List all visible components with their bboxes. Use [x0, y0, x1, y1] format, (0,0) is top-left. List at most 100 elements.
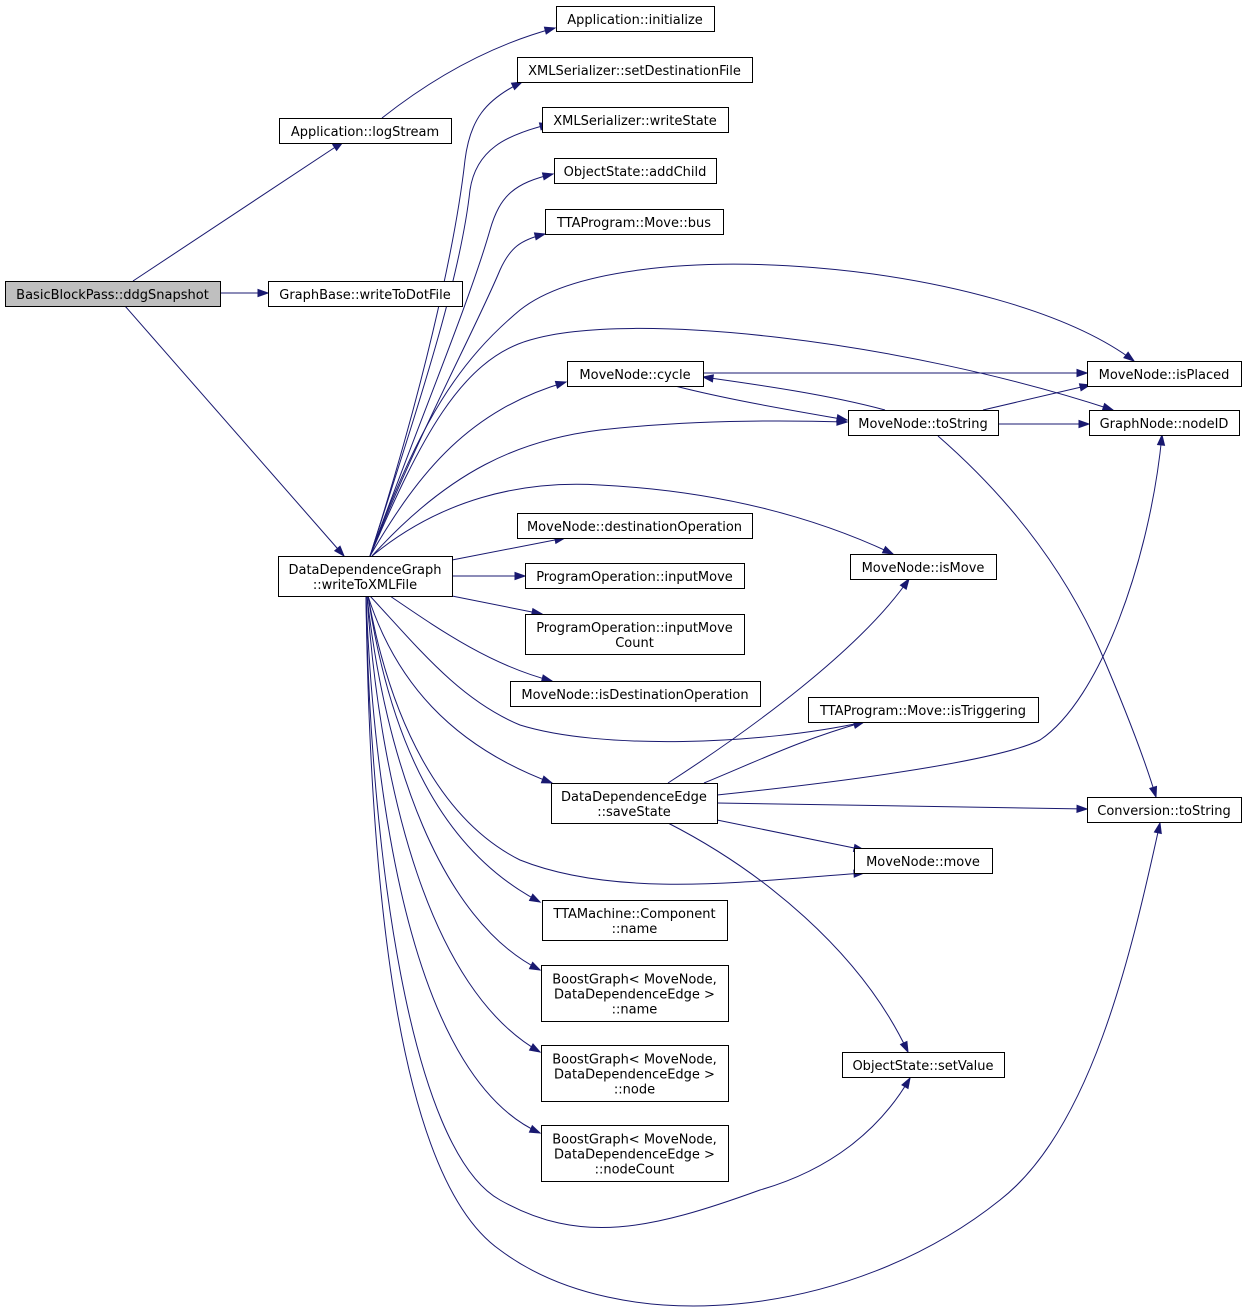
edge-arrowhead	[554, 380, 568, 389]
node-destOp[interactable]: MoveNode::destinationOperation	[517, 513, 753, 539]
node-label: TTAProgram::Move::isTriggering	[819, 704, 1026, 719]
edge-line	[937, 435, 1157, 798]
node-label: ::name	[612, 922, 658, 937]
node-moveBus[interactable]: TTAProgram::Move::bus	[545, 209, 724, 235]
edge-writeToXMLFile-to-addChild	[369, 172, 555, 557]
node-box	[567, 361, 704, 387]
node-label: XMLSerializer::setDestinationFile	[528, 64, 741, 79]
edge-line	[369, 173, 554, 557]
edge-arrowhead	[533, 232, 547, 241]
edge-arrowhead	[1153, 821, 1162, 835]
edge-line	[369, 595, 865, 743]
node-box	[542, 107, 729, 133]
edge-writeToXMLFile-to-inputMove	[452, 571, 527, 581]
edge-arrowhead	[528, 1043, 542, 1053]
edge-line	[132, 141, 344, 282]
node-box	[1089, 410, 1240, 436]
node-bgNodeCount[interactable]: BoostGraph< MoveNode,DataDependenceEdge …	[541, 1125, 729, 1182]
node-setDestFile[interactable]: XMLSerializer::setDestinationFile	[517, 57, 753, 83]
edge-line	[451, 537, 566, 561]
node-bgNode[interactable]: BoostGraph< MoveNode,DataDependenceEdge …	[541, 1045, 729, 1102]
node-label: DataDependenceEdge >	[554, 988, 715, 1003]
edge-arrowhead	[510, 81, 524, 91]
node-box	[517, 57, 753, 83]
node-box	[510, 681, 761, 707]
node-setValue[interactable]: ObjectState::setValue	[842, 1052, 1005, 1078]
node-mnMove[interactable]: MoveNode::move	[854, 848, 993, 874]
edge-arrowhead	[1076, 368, 1089, 378]
edge-arrowhead	[528, 893, 542, 903]
node-box	[854, 848, 993, 874]
node-label: DataDependenceEdge >	[554, 1068, 715, 1083]
node-label: ::node	[614, 1083, 655, 1098]
node-isMove[interactable]: MoveNode::isMove	[850, 554, 997, 580]
edge-writeToXMLFile-to-saveState	[367, 595, 554, 784]
node-saveState[interactable]: DataDependenceEdge::saveState	[551, 783, 718, 824]
node-compName[interactable]: TTAMachine::Component::name	[542, 900, 728, 941]
edge-arrowhead	[543, 26, 557, 35]
node-cycle[interactable]: MoveNode::cycle	[567, 361, 704, 387]
node-label: BoostGraph< MoveNode,	[552, 1053, 717, 1068]
node-box	[848, 410, 999, 436]
node-label: DataDependenceGraph	[288, 563, 441, 578]
node-inputMove[interactable]: ProgramOperation::inputMove	[525, 563, 745, 589]
edge-line	[369, 81, 523, 557]
nodes-layer: BasicBlockPass::ddgSnapshot Application::…	[5, 6, 1242, 1182]
edge-mnToString-to-isPlaced	[982, 383, 1092, 411]
node-mnToString[interactable]: MoveNode::toString	[848, 410, 999, 436]
edge-line	[982, 384, 1091, 411]
node-box	[1087, 361, 1242, 387]
edge-arrowhead	[528, 961, 542, 971]
node-appInit[interactable]: Application::initialize	[556, 6, 715, 32]
edge-arrowhead	[1156, 433, 1166, 446]
edge-arrowhead	[1101, 402, 1115, 411]
edge-saveState-to-setValue	[667, 822, 909, 1054]
node-bgName[interactable]: BoostGraph< MoveNode,DataDependenceEdge …	[541, 965, 729, 1022]
edge-arrowhead	[540, 674, 554, 683]
node-label: TTAMachine::Component	[552, 907, 715, 922]
edge-mnToString-to-nodeID	[998, 419, 1091, 429]
node-label: XMLSerializer::writeState	[553, 114, 717, 129]
node-isTriggering[interactable]: TTAProgram::Move::isTriggering	[808, 697, 1039, 723]
edge-line	[667, 578, 910, 784]
node-label: ProgramOperation::inputMove	[536, 570, 733, 585]
edge-writeToXMLFile-to-inputMoveCount	[451, 595, 544, 617]
edge-line	[371, 483, 894, 557]
node-label: ::writeToXMLFile	[313, 578, 417, 593]
node-convToString[interactable]: Conversion::toString	[1087, 797, 1242, 823]
edge-arrowhead	[835, 414, 849, 423]
node-label: ObjectState::setValue	[852, 1059, 993, 1074]
node-box	[541, 1125, 729, 1182]
node-label: BasicBlockPass::ddgSnapshot	[16, 288, 209, 303]
node-nodeID[interactable]: GraphNode::nodeID	[1089, 410, 1240, 436]
edge-line	[716, 802, 1088, 810]
edge-arrowhead	[899, 1040, 909, 1054]
node-label: Application::logStream	[291, 125, 439, 140]
edge-arrowhead	[901, 1076, 911, 1090]
node-box	[541, 1045, 729, 1102]
node-isDestOp[interactable]: MoveNode::isDestinationOperation	[510, 681, 761, 707]
node-box	[268, 281, 463, 307]
edge-writeToXMLFile-to-bgName	[366, 595, 542, 971]
node-logStream[interactable]: Application::logStream	[279, 118, 452, 144]
node-label: MoveNode::toString	[858, 417, 987, 432]
edge-line	[124, 305, 345, 557]
edge-line	[369, 123, 551, 557]
node-box	[279, 118, 452, 144]
node-box	[554, 158, 717, 184]
node-box	[278, 556, 453, 597]
node-addChild[interactable]: ObjectState::addChild	[554, 158, 717, 184]
node-label: MoveNode::isDestinationOperation	[521, 688, 748, 703]
node-box	[542, 900, 728, 941]
edge-line	[367, 595, 553, 784]
edge-writeToXMLFile-to-isPlaced	[369, 263, 1136, 557]
edge-cycle-to-mnToString	[674, 385, 849, 423]
node-writeState[interactable]: XMLSerializer::writeState	[542, 107, 729, 133]
node-writeToDotFile[interactable]: GraphBase::writeToDotFile	[268, 281, 463, 307]
node-writeToXMLFile[interactable]: DataDependenceGraph::writeToXMLFile	[278, 556, 453, 597]
node-isPlaced[interactable]: MoveNode::isPlaced	[1087, 361, 1242, 387]
node-label: GraphBase::writeToDotFile	[279, 288, 450, 303]
node-box	[517, 513, 753, 539]
